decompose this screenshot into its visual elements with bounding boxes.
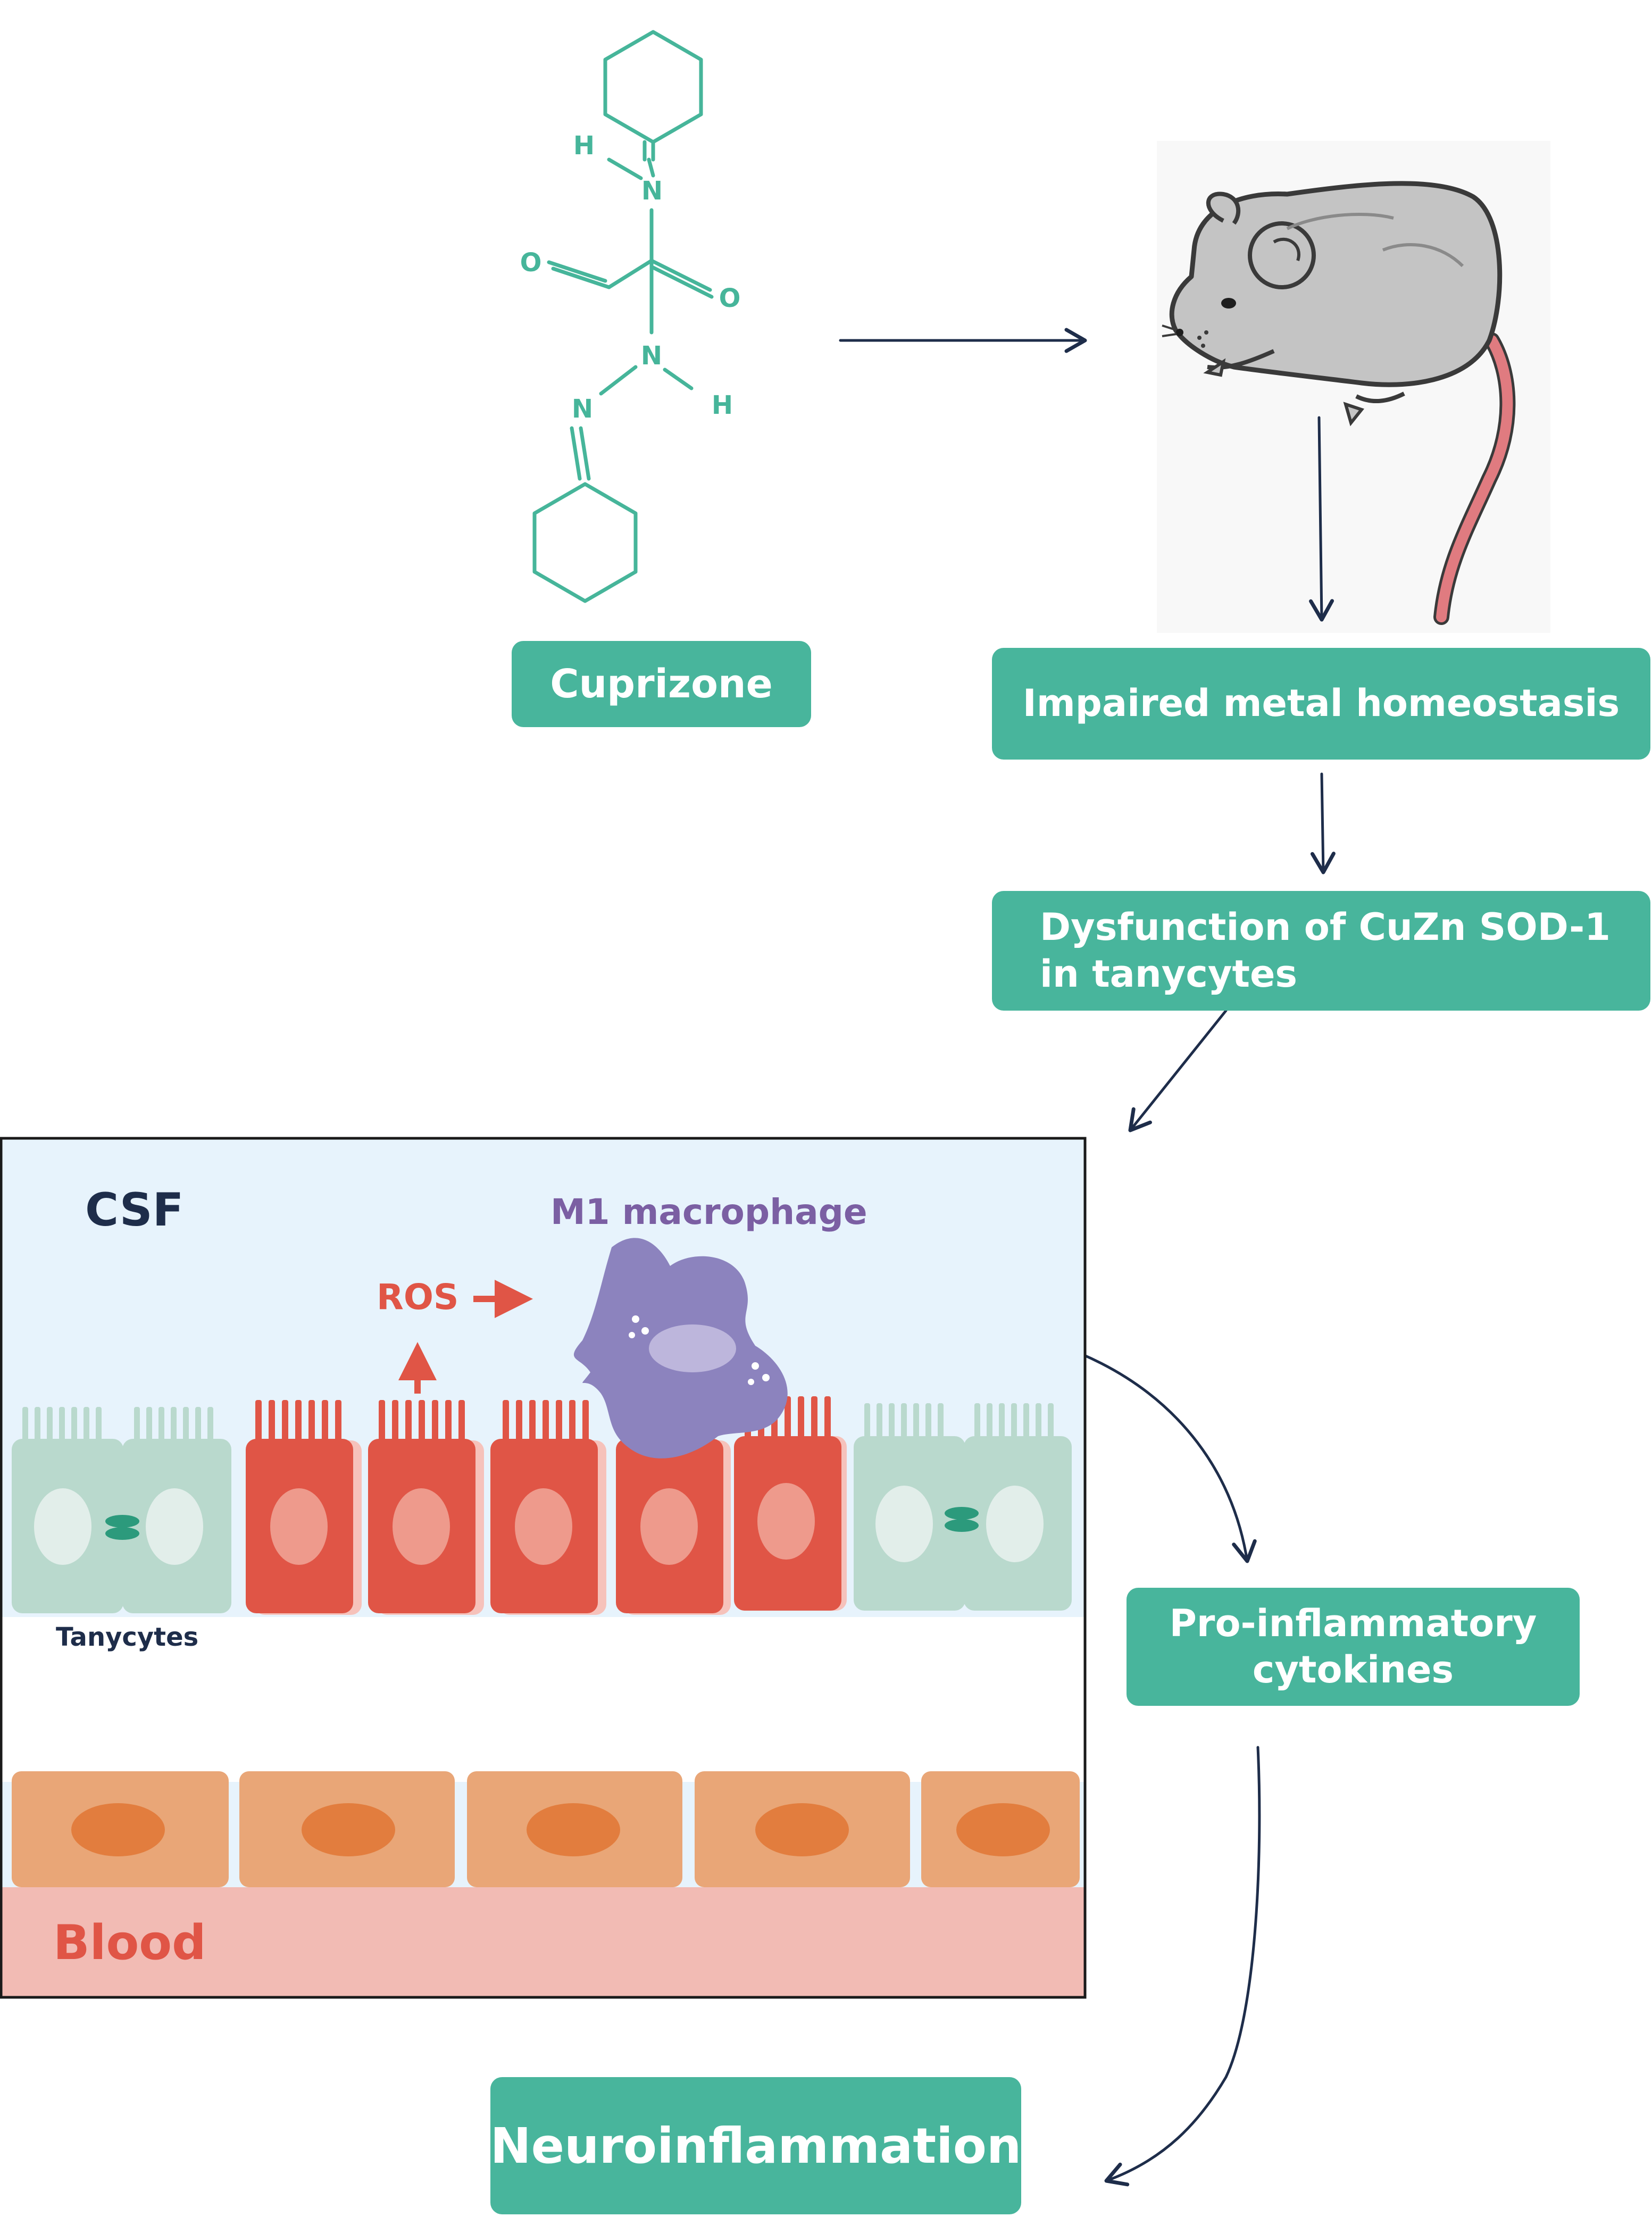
m1-macrophage-label: M1 macrophage xyxy=(550,1191,867,1232)
blood-region xyxy=(1,1887,1085,1997)
ros-label: ROS xyxy=(377,1277,459,1318)
step-dysfunction-sod1: Dysfunction of CuZn SOD-1 in tanycytes xyxy=(992,891,1650,1011)
atom-n-top: N xyxy=(641,176,663,206)
atom-o-left: O xyxy=(520,248,542,278)
damaged-tanycytes xyxy=(246,1396,847,1615)
tanycytes-label: Tanycytes xyxy=(56,1622,199,1652)
blood-label: Blood xyxy=(53,1915,206,1971)
tight-junction-icon xyxy=(105,1515,139,1540)
atom-o-right: O xyxy=(719,284,741,313)
step-neuroinflammation: Neuroinflammation xyxy=(490,2077,1021,2214)
cuprizone-structure-icon xyxy=(532,30,714,603)
panel-border xyxy=(0,1137,1087,1999)
atom-h-bottom: H xyxy=(712,390,733,420)
arrow-mouse-to-impaired xyxy=(1309,416,1334,622)
csf-label: CSF xyxy=(85,1183,184,1237)
tight-junction-icon xyxy=(945,1507,979,1532)
atom-n-bottom: N xyxy=(572,394,593,424)
ros-arrows xyxy=(398,1280,533,1394)
endothelial-layer xyxy=(12,1771,1080,1887)
step-pro-inflammatory-cytokines: Pro-inflammatory cytokines xyxy=(1127,1588,1580,1706)
mouse-icon xyxy=(1157,141,1550,633)
healthy-tanycytes-left xyxy=(12,1407,231,1613)
tissue-panel xyxy=(0,1137,1087,1999)
atom-n-mid: N xyxy=(641,341,662,371)
atom-h-top: H xyxy=(573,131,595,161)
step-impaired-metal-homeostasis: Impaired metal homeostasis xyxy=(992,648,1650,760)
arrow-dysfunction-to-panel xyxy=(1128,1009,1228,1132)
interstitial-region xyxy=(1,1617,1085,1782)
step-cuprizone: Cuprizone xyxy=(512,641,811,727)
healthy-tanycytes-right xyxy=(854,1403,1072,1611)
arrow-impaired-to-dysfunction xyxy=(1310,772,1336,874)
m1-macrophage-cell xyxy=(573,1238,788,1458)
arrow-cytokines-to-neuroinflammation xyxy=(1104,1746,1261,2187)
molecule-atom-labels: H N O O N H N xyxy=(520,131,741,424)
